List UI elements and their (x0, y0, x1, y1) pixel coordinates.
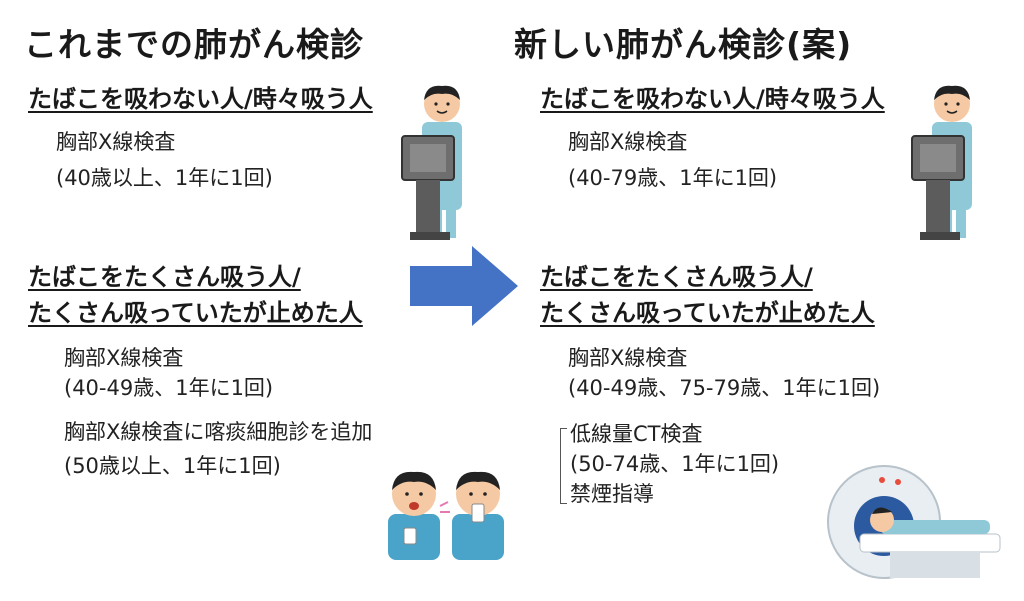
right-group2-line-5: 禁煙指導 (570, 482, 654, 506)
left-group1-line-1: 胸部X線検査 (56, 130, 176, 154)
left-group2-line-4: (50歳以上、1年に1回) (64, 454, 281, 478)
right-arrow-icon (410, 246, 518, 326)
right-group2-heading-line-1: たばこをたくさん吸う人/ (540, 263, 813, 291)
right-group2-heading-line-2: たくさん吸っていたが止めた人 (540, 299, 875, 327)
left-group2-line-1: 胸部X線検査 (64, 346, 184, 370)
right-group1-line-1: 胸部X線検査 (568, 130, 688, 154)
left-group2-line-3: 胸部X線検査に喀痰細胞診を追加 (64, 420, 373, 444)
xray-technician-illustration-2 (911, 85, 972, 240)
left-group2-heading-line-1: たばこをたくさん吸う人/ (28, 263, 301, 291)
ct-bracket (560, 428, 567, 504)
right-group1-heading: たばこを吸わない人/時々吸う人 (540, 85, 885, 113)
right-group2-line-2: (40-49歳、75-79歳、1年に1回) (568, 376, 881, 400)
xray-technician-illustration (401, 85, 462, 240)
left-title: これまでの肺がん検診 (24, 25, 364, 64)
left-group1-heading: たばこを吸わない人/時々吸う人 (28, 85, 373, 113)
sputum-test-illustration (388, 471, 504, 560)
left-group2-heading-line-2: たくさん吸っていたが止めた人 (28, 299, 363, 327)
right-group1-line-2: (40-79歳、1年に1回) (568, 166, 778, 190)
left-group2-line-2: (40-49歳、1年に1回) (64, 376, 274, 400)
right-group2-line-4: (50-74歳、1年に1回) (570, 452, 780, 476)
left-group1-line-2: (40歳以上、1年に1回) (56, 166, 273, 190)
right-title: 新しい肺がん検診(案) (514, 25, 853, 64)
right-group2-line-3: 低線量CT検査 (570, 422, 703, 446)
right-group2-line-1: 胸部X線検査 (568, 346, 688, 370)
ct-scanner-illustration (827, 465, 1001, 579)
